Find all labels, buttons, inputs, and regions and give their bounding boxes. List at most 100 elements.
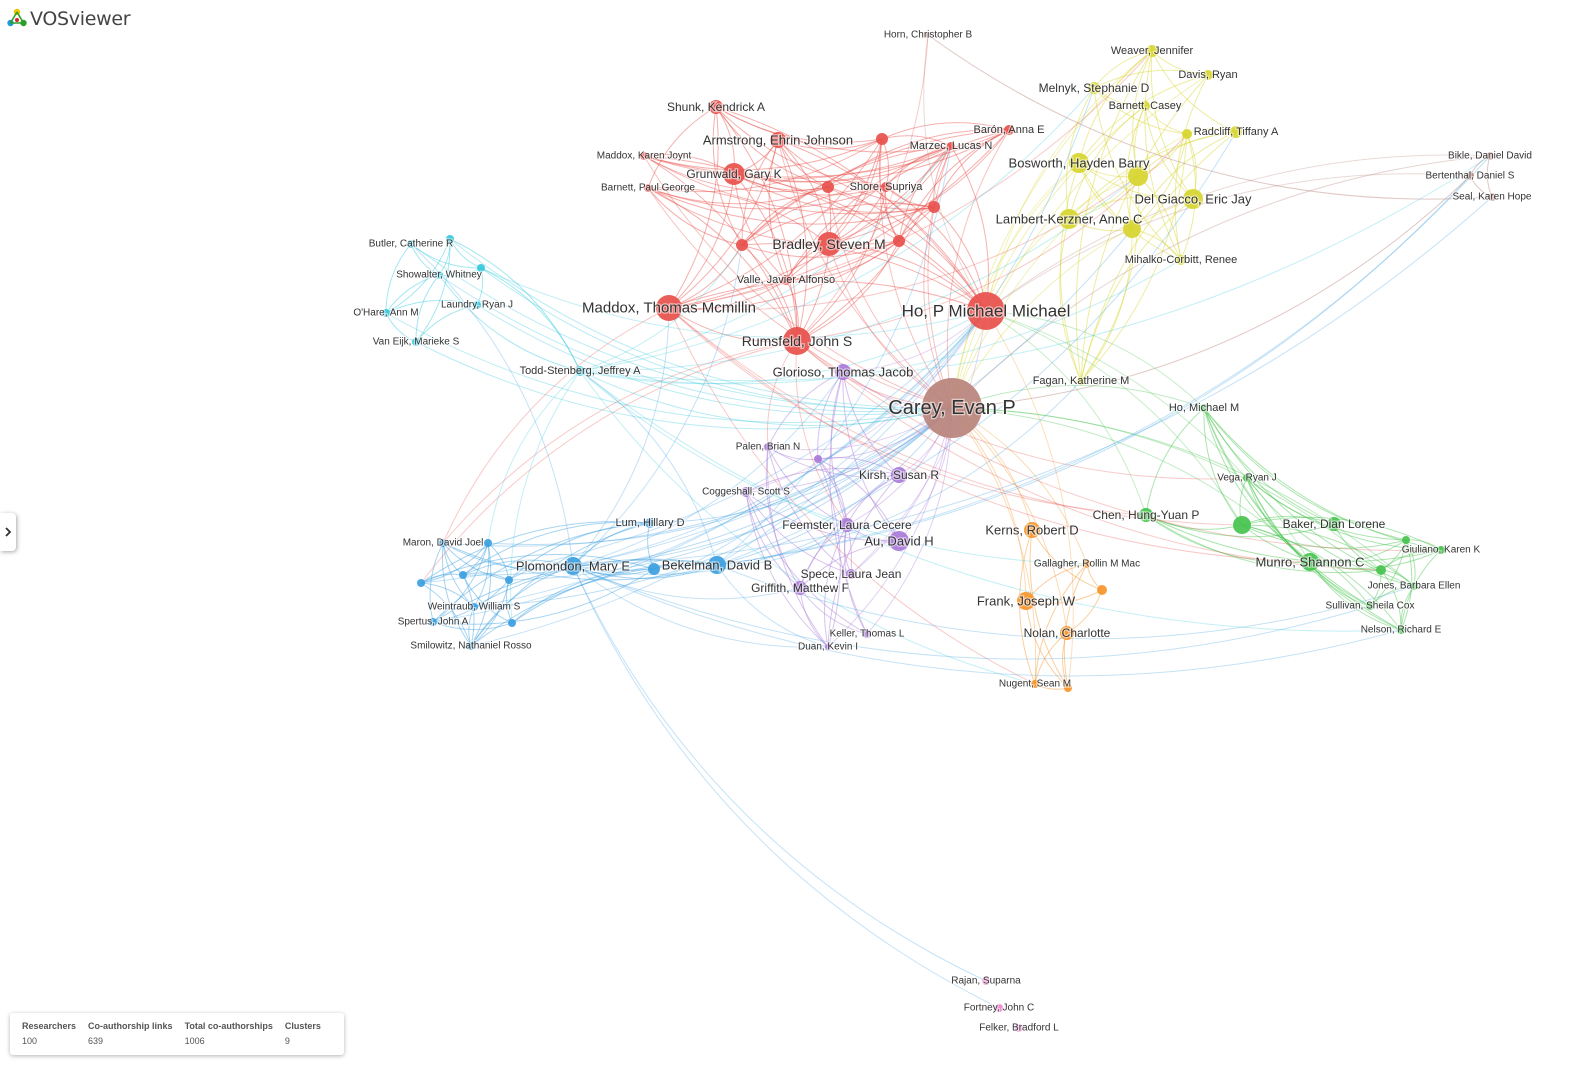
researcher-label[interactable]: Frank, Joseph W xyxy=(976,592,1077,610)
researcher-node[interactable] xyxy=(439,539,447,547)
researcher-label[interactable]: Sullivan, Sheila Cox xyxy=(1324,599,1415,613)
researcher-node[interactable] xyxy=(1064,684,1072,692)
researcher-label[interactable]: O'Hare, Ann M xyxy=(352,306,420,320)
researcher-node[interactable] xyxy=(1083,560,1091,568)
researcher-node[interactable] xyxy=(723,163,745,185)
researcher-node[interactable] xyxy=(1077,377,1085,385)
researcher-node[interactable] xyxy=(876,133,888,145)
researcher-label[interactable]: Giuliano, Karen K xyxy=(1401,543,1482,557)
researcher-label[interactable]: Jones, Barbara Ellen xyxy=(1366,579,1461,593)
researcher-node[interactable] xyxy=(1233,516,1251,534)
researcher-label[interactable]: Bosworth, Hayden Barry xyxy=(1007,154,1151,172)
researcher-node[interactable] xyxy=(1366,602,1374,610)
researcher-label[interactable]: Kerns, Robert D xyxy=(984,521,1080,539)
researcher-label[interactable]: Gallagher, Rollin M Mac xyxy=(1033,557,1142,571)
researcher-node[interactable] xyxy=(1024,522,1040,538)
researcher-node[interactable] xyxy=(435,271,443,279)
researcher-label[interactable]: Nolan, Charlotte xyxy=(1022,625,1112,642)
researcher-node[interactable] xyxy=(484,539,492,547)
researcher-node[interactable] xyxy=(1182,129,1192,139)
researcher-node[interactable] xyxy=(1060,626,1074,640)
researcher-node[interactable] xyxy=(477,264,485,272)
researcher-label[interactable]: Bradley, Steven M xyxy=(771,235,887,254)
researcher-label[interactable]: Melnyk, Stephanie D xyxy=(1037,80,1151,97)
researcher-node[interactable] xyxy=(640,152,648,160)
researcher-node[interactable] xyxy=(575,366,585,376)
researcher-label[interactable]: Shunk, Kendrick A xyxy=(666,99,767,116)
researcher-node[interactable] xyxy=(889,531,909,551)
researcher-label[interactable]: Radcliff, Tiffany A xyxy=(1192,125,1280,140)
researcher-label[interactable]: Butler, Catherine R xyxy=(368,237,455,251)
researcher-node[interactable] xyxy=(473,301,481,309)
researcher-node[interactable] xyxy=(1466,172,1474,180)
researcher-label[interactable]: Maron, David Joel xyxy=(401,536,484,550)
researcher-node[interactable] xyxy=(947,142,955,150)
researcher-node[interactable] xyxy=(644,184,652,192)
researcher-node[interactable] xyxy=(1410,582,1418,590)
researcher-label[interactable]: Spece, Laura Jean xyxy=(799,566,902,583)
researcher-node[interactable] xyxy=(412,338,420,346)
researcher-node[interactable] xyxy=(1437,546,1445,554)
researcher-label[interactable]: Van Eijk, Marieke S xyxy=(371,335,460,349)
researcher-label[interactable]: Plomondon, Mary E xyxy=(515,557,632,575)
researcher-label[interactable]: Keller, Thomas L xyxy=(828,627,906,641)
researcher-node[interactable] xyxy=(645,518,655,528)
researcher-node[interactable] xyxy=(1059,209,1079,229)
researcher-node[interactable] xyxy=(770,132,786,148)
researcher-label[interactable]: Nugent, Sean M xyxy=(998,677,1073,691)
researcher-label[interactable]: Davis, Ryan xyxy=(1177,68,1239,83)
researcher-node[interactable] xyxy=(564,557,582,575)
researcher-label[interactable]: Kirsh, Susan R xyxy=(858,467,941,484)
researcher-node[interactable] xyxy=(1376,565,1386,575)
researcher-label[interactable]: Au, David H xyxy=(863,532,935,550)
researcher-label[interactable]: Grunwald, Gary K xyxy=(685,166,783,183)
researcher-node[interactable] xyxy=(846,569,856,579)
researcher-label[interactable]: Ho, P Michael Michael xyxy=(900,300,1071,322)
researcher-node[interactable] xyxy=(881,182,891,192)
researcher-node[interactable] xyxy=(1486,152,1494,160)
researcher-node[interactable] xyxy=(925,32,931,38)
researcher-label[interactable]: Palen, Brian N xyxy=(735,440,802,454)
researcher-node[interactable] xyxy=(891,467,907,483)
researcher-node[interactable] xyxy=(764,443,772,451)
researcher-node[interactable] xyxy=(982,977,990,985)
researcher-node[interactable] xyxy=(1139,508,1153,522)
researcher-node[interactable] xyxy=(736,239,748,251)
researcher-node[interactable] xyxy=(1183,189,1203,209)
researcher-node[interactable] xyxy=(781,275,791,285)
researcher-node[interactable] xyxy=(1397,626,1405,634)
researcher-label[interactable]: Chen, Hung-Yuan P xyxy=(1091,507,1200,524)
researcher-label[interactable]: Lum, Hillary D xyxy=(614,516,686,531)
researcher-node[interactable] xyxy=(1097,585,1107,595)
researcher-label[interactable]: Vega, Ryan J xyxy=(1216,471,1278,485)
researcher-node[interactable] xyxy=(1327,517,1341,531)
researcher-label[interactable]: Maddox, Thomas Mcmillin xyxy=(581,298,757,318)
researcher-node[interactable] xyxy=(1176,255,1186,265)
researcher-label[interactable]: Carey, Evan P xyxy=(887,396,1017,421)
researcher-label[interactable]: Munro, Shannon C xyxy=(1254,553,1366,571)
researcher-node[interactable] xyxy=(835,364,851,380)
researcher-node[interactable] xyxy=(407,240,415,248)
researcher-node[interactable] xyxy=(1123,220,1141,238)
researcher-node[interactable] xyxy=(1017,592,1035,610)
researcher-node[interactable] xyxy=(709,100,723,114)
researcher-label[interactable]: Coggeshall, Scott S xyxy=(701,485,792,499)
researcher-node[interactable] xyxy=(1203,70,1213,80)
researcher-node[interactable] xyxy=(1301,553,1319,571)
researcher-label[interactable]: Bekelman, David B xyxy=(660,556,773,574)
researcher-label[interactable]: Valle, Javier Alfonso xyxy=(736,273,837,288)
researcher-label[interactable]: Lambert-Kerzner, Anne C xyxy=(994,210,1143,228)
researcher-label[interactable]: Griffith, Matthew F xyxy=(750,580,850,597)
researcher-label[interactable]: Rajan, Suparna xyxy=(950,974,1022,988)
researcher-node[interactable] xyxy=(922,378,982,438)
researcher-node[interactable] xyxy=(814,455,822,463)
researcher-node[interactable] xyxy=(429,618,437,626)
researcher-node[interactable] xyxy=(1140,101,1150,111)
researcher-label[interactable]: Laundry, Ryan J xyxy=(440,298,515,312)
researcher-node[interactable] xyxy=(783,327,811,355)
researcher-node[interactable] xyxy=(1069,153,1089,173)
researcher-node[interactable] xyxy=(741,487,751,497)
researcher-label[interactable]: Bertenthal, Daniel S xyxy=(1424,169,1516,183)
researcher-label[interactable]: Feemster, Laura Cecere xyxy=(781,517,913,534)
researcher-node[interactable] xyxy=(417,579,425,587)
